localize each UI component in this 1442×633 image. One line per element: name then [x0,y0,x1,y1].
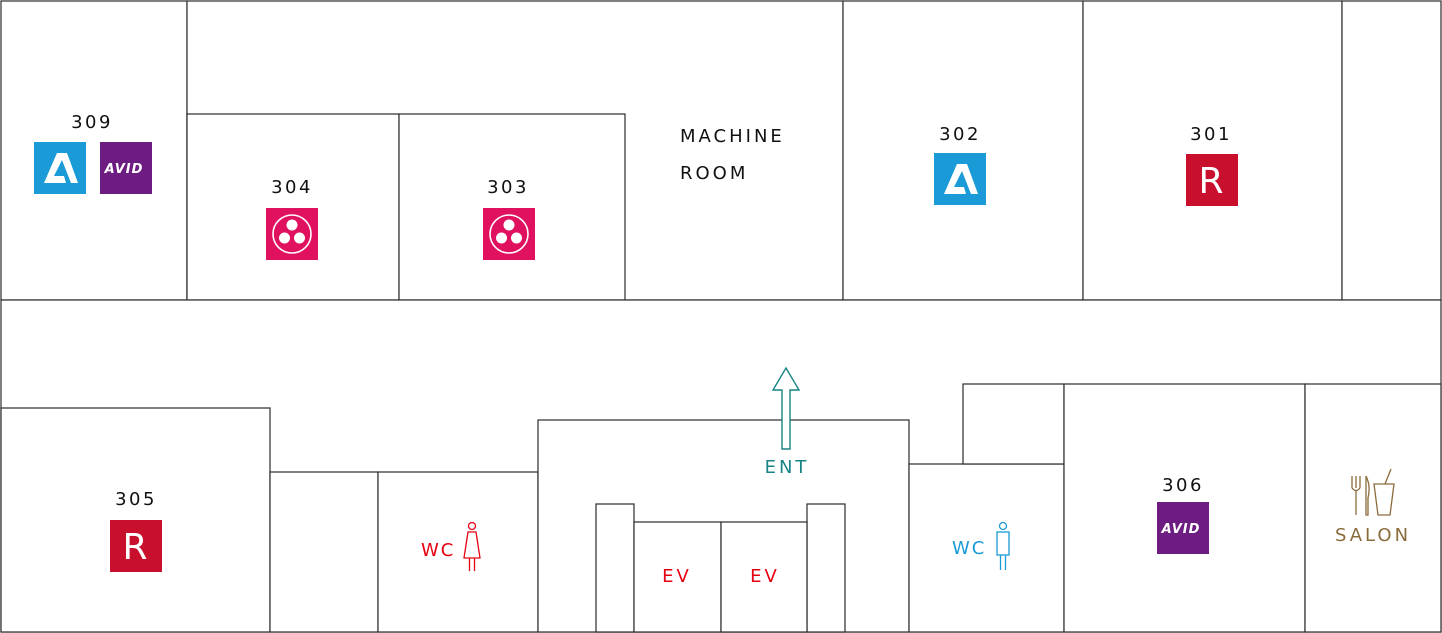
male-person-icon [996,521,1010,570]
ev-right-label: EV [750,566,780,587]
machine-room-label-line2: ROOM [680,163,748,184]
wc-women-label: WC [421,540,455,561]
r-logo-icon: R [110,520,162,572]
room-305-number: 305 [115,489,157,510]
wc-men-label: WC [952,538,986,559]
up-arrow-icon [771,366,801,450]
fork-knife-cup-icon [1351,468,1395,516]
utility-room [269,471,379,633]
room-303-number: 303 [487,177,529,198]
elevator-pillar-left [595,503,635,633]
storage-room [1341,0,1442,301]
autodesk-logo-icon [934,153,986,205]
room-302[interactable] [842,0,1084,301]
room-309[interactable] [0,0,188,301]
elevator-pillar-right [806,503,846,633]
elevator-right[interactable] [720,521,808,633]
room-301-number: 301 [1190,124,1232,145]
room-304[interactable] [186,113,400,301]
machine-room-label-line1: MACHINE [680,126,785,147]
room-301[interactable] [1082,0,1343,301]
avid-logo-icon: AVID [1157,502,1209,554]
r-logo-text: R [122,527,147,568]
ev-left-label: EV [662,566,692,587]
wc-women-room[interactable] [377,471,539,633]
wc-men-room[interactable] [908,463,1065,633]
salon-label: SALON [1335,525,1411,546]
female-person-icon [463,521,481,571]
entrance-label: ENT [765,457,810,478]
room-303[interactable] [398,113,626,301]
small-room [962,383,1065,465]
davinci-resolve-logo-icon [482,207,536,261]
avid-logo-icon: AVID [100,142,152,194]
room-306-number: 306 [1162,475,1204,496]
r-logo-icon: R [1186,154,1238,206]
salon-room[interactable] [1304,383,1442,633]
autodesk-logo-icon [34,142,86,194]
r-logo-text: R [1198,161,1223,202]
elevator-left[interactable] [633,521,722,633]
avid-logo-text: AVID [1161,522,1201,537]
avid-logo-text: AVID [104,162,144,177]
room-309-number: 309 [71,112,113,133]
davinci-resolve-logo-icon [265,207,319,261]
room-302-number: 302 [939,124,981,145]
room-304-number: 304 [271,177,313,198]
